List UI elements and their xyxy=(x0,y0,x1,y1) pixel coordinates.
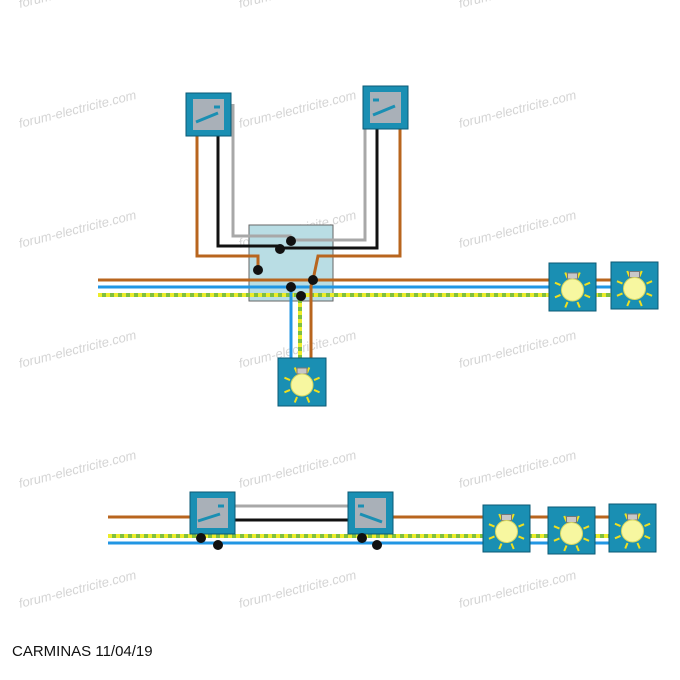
two-way-switch-bottom-left xyxy=(189,491,236,535)
two-way-switch-bottom-right xyxy=(347,491,394,535)
watermark-text: forum-electricite.com xyxy=(17,207,138,251)
lamp-icon xyxy=(547,506,596,555)
watermark-text: forum-electricite.com xyxy=(457,447,578,491)
watermark-text: forum-electricite.com xyxy=(457,207,578,251)
terminal xyxy=(196,533,206,543)
terminal xyxy=(372,540,382,550)
watermark-text: forum-electricite.com xyxy=(17,87,138,131)
watermark-text: forum-electricite.com xyxy=(457,567,578,611)
watermark-text: forum-electricite.com xyxy=(17,327,138,371)
top-circuit xyxy=(98,85,612,366)
watermark-text: forum-electricite.com xyxy=(17,0,138,11)
terminal xyxy=(286,236,296,246)
watermark-text: forum-electricite.com xyxy=(237,567,358,611)
terminal xyxy=(357,533,367,543)
terminal xyxy=(275,244,285,254)
terminals-top xyxy=(253,236,318,301)
watermark-text: forum-electricite.com xyxy=(17,567,138,611)
traveler-black-wire xyxy=(280,123,379,250)
traveler-wiring-bottom xyxy=(227,504,358,522)
lamp-icon xyxy=(277,357,327,407)
two-way-switch-right xyxy=(362,85,409,130)
watermark-text: forum-electricite.com xyxy=(457,87,578,131)
watermark-text: forum-electricite.com xyxy=(237,0,358,11)
watermark-text: forum-electricite.com xyxy=(237,87,358,131)
terminals-bottom xyxy=(196,533,382,550)
watermark-text: forum-electricite.com xyxy=(457,327,578,371)
terminal xyxy=(213,540,223,550)
phase-wire xyxy=(195,122,260,270)
terminal xyxy=(286,282,296,292)
lamp-icon xyxy=(548,262,597,312)
lamp-icon xyxy=(610,261,659,310)
watermark-text: forum-electricite.com xyxy=(237,447,358,491)
terminal xyxy=(308,275,318,285)
traveler-grey-wire xyxy=(292,105,367,242)
feed-line-top xyxy=(98,278,612,297)
phase-wire xyxy=(311,122,402,281)
watermark-text: forum-electricite.com xyxy=(457,0,578,11)
watermark-text: forum-electricite.com xyxy=(17,447,138,491)
bottom-circuit xyxy=(108,491,612,550)
lamp-icon xyxy=(482,504,531,553)
right-switch-wiring xyxy=(280,105,402,281)
two-way-switch-left xyxy=(185,92,232,137)
author-date-caption: CARMINAS 11/04/19 xyxy=(12,643,153,660)
lamp-icon xyxy=(608,503,657,553)
terminal xyxy=(296,291,306,301)
terminal xyxy=(253,265,263,275)
lamp-layer xyxy=(277,261,659,555)
